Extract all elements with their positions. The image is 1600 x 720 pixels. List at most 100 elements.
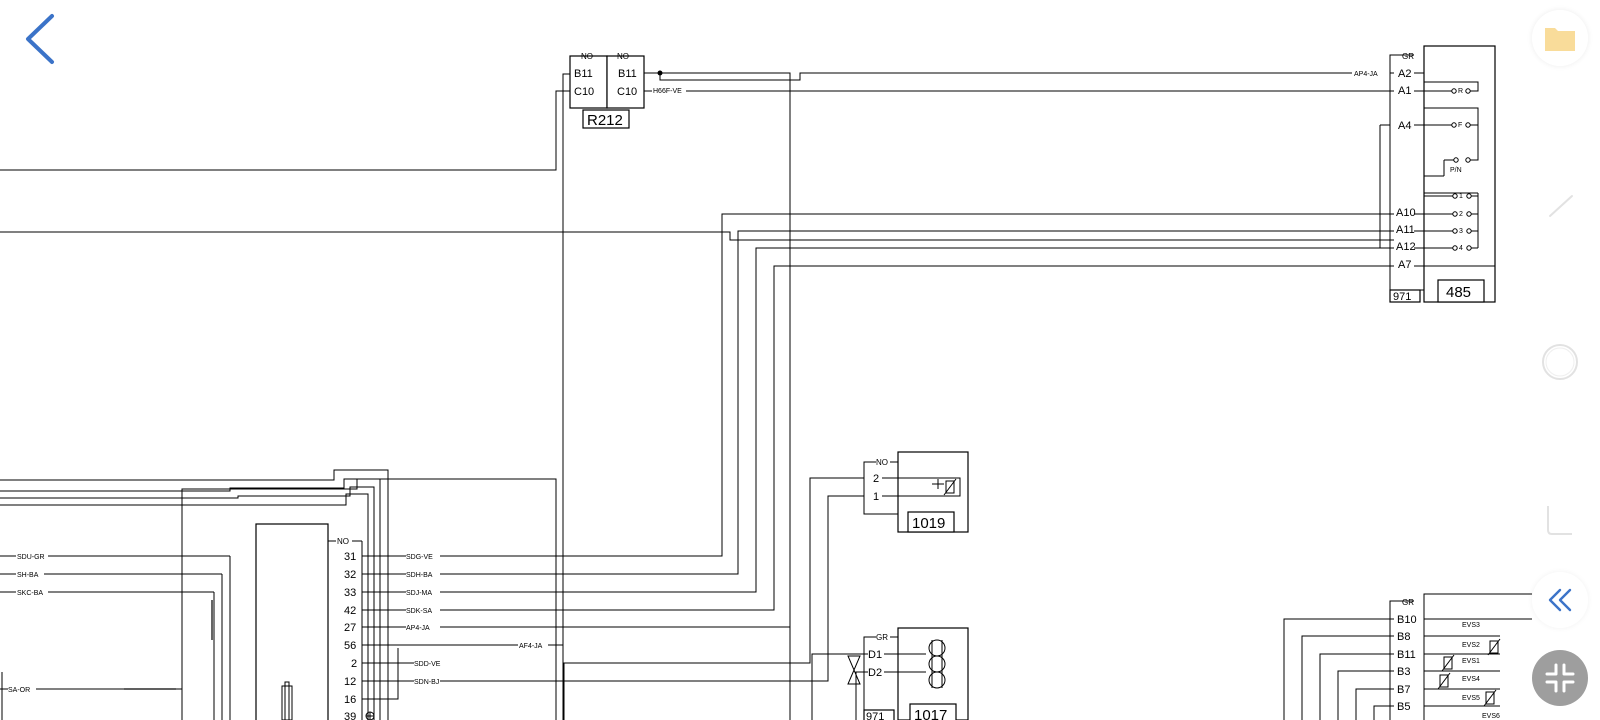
rectangle-icon [1547, 506, 1572, 535]
c1017-header: GR [876, 633, 888, 642]
valve-label-evs6: EVS6 [1482, 713, 1500, 720]
pen-icon [1549, 195, 1573, 217]
c485-switch-label-f: F [1458, 122, 1462, 129]
connector-ecu[interactable]: NO 31 32 33 42 27 56 2 12 16 39 S [255, 523, 563, 720]
c1019-pin-1: 1 [873, 491, 879, 503]
circle-button[interactable] [1532, 334, 1588, 390]
valves-pin-b10: B10 [1397, 614, 1417, 626]
wires-1017 [811, 653, 868, 720]
r212-right-header: NO [617, 52, 629, 61]
c485-pin-a1: A1 [1398, 85, 1411, 97]
ecu-pin-16: 16 [344, 694, 356, 706]
wires-r212 [0, 70, 1394, 720]
valve-label-evs4: EVS4 [1462, 676, 1480, 683]
valves-pin-b3: B3 [1397, 666, 1410, 678]
ecu-pin-39: 39 [344, 711, 356, 720]
ecu-pin-2: 2 [351, 658, 357, 670]
valve-label-evs3: EVS3 [1462, 622, 1480, 629]
rectangle-button[interactable] [1532, 492, 1588, 548]
wires-485-bundle [0, 125, 1394, 628]
back-button[interactable] [14, 10, 66, 68]
exit-fullscreen-button[interactable] [1532, 650, 1588, 706]
valves-pin-b7: B7 [1397, 684, 1410, 696]
ecu-pin-32: 32 [344, 569, 356, 581]
ecu-wire-sdk-sa: SDK-SA [406, 608, 432, 615]
r212-left-header: NO [581, 52, 593, 61]
circle-icon [1542, 344, 1578, 380]
valve-label-evs1: EVS1 [1462, 658, 1480, 665]
ecu-wire-sdj-ma: SDJ-MA [406, 590, 432, 597]
ecu-wire-sdh-ba: SDH-BA [406, 572, 433, 579]
c485-switch-label-r: R [1458, 88, 1463, 95]
valves-header: GR [1402, 598, 1414, 607]
connector-1019[interactable]: NO 2 1 1019 [863, 451, 969, 533]
c485-switch-label-pn: P/N [1450, 167, 1462, 174]
ecu-pin-12: 12 [344, 676, 356, 688]
c485-switch-label-2: 2 [1459, 211, 1463, 218]
left-wire-sdu-gr: SDU-GR [17, 554, 45, 561]
collapse-panel-button[interactable] [1532, 572, 1588, 628]
ecu-pin-leads [362, 555, 563, 720]
c1017-pin-d1: D1 [868, 649, 882, 661]
c1017-sub-label: 971 [866, 711, 884, 720]
folder-icon [1545, 28, 1575, 51]
connector-r212[interactable]: NO NO B11 C10 B11 C10 R212 [569, 52, 645, 129]
c485-header: GR [1402, 52, 1414, 61]
c1017-pin-d2: D2 [868, 667, 882, 679]
ecu-wire-sdd-ve: SDD-VE [414, 661, 441, 668]
c1017-label: 1017 [914, 707, 947, 720]
left-wire-skc-ba: SKC-BA [17, 590, 43, 597]
c485-pin-a10: A10 [1396, 207, 1416, 219]
c485-switch-label-4: 4 [1459, 245, 1463, 252]
valves-pin-b11: B11 [1397, 649, 1416, 661]
connector-1017[interactable]: GR D1 D2 971 1017 [863, 627, 969, 720]
ecu-wire-ap4-ja: AP4-JA [406, 625, 430, 632]
valve-label-evs2: EVS2 [1462, 642, 1480, 649]
c1019-pin-2: 2 [873, 473, 879, 485]
c1019-label: 1019 [912, 515, 945, 532]
c485-pin-a7: A7 [1398, 259, 1411, 271]
valves-pin-b5: B5 [1397, 701, 1410, 713]
c485-sub-label: 971 [1393, 291, 1411, 303]
ecu-pin-33: 33 [344, 587, 356, 599]
tool-rail [1518, 0, 1600, 720]
connector-485[interactable]: GR 971 485 A2 A1 A4 A10 A11 A12 A7 [1380, 45, 1496, 303]
c485-pin-a4: A4 [1398, 120, 1411, 132]
ecu-wire-sdn-bj: SDN-BJ [414, 679, 439, 686]
valve-label-evs5: EVS5 [1462, 695, 1480, 702]
r212-right-pin-c10: C10 [617, 86, 637, 98]
ecu-pin-42: 42 [344, 605, 356, 617]
left-wire-sh-ba: SH-BA [17, 572, 39, 579]
left-wire-sa-or: SA-OR [8, 687, 30, 694]
connector-valves[interactable]: GR B10 B8 B11 B3 B7 B5 [1389, 593, 1532, 720]
ecu-wire-af4-ja: AF4-JA [519, 643, 543, 650]
wires-1019 [440, 477, 864, 720]
exit-fullscreen-icon [1545, 663, 1575, 693]
c485-pin-a11: A11 [1396, 224, 1415, 236]
folder-button[interactable] [1532, 10, 1588, 66]
c485-pin-a12: A12 [1396, 241, 1416, 253]
c485-pin-a2: A2 [1398, 68, 1411, 80]
c485-label: 485 [1446, 284, 1471, 301]
valves-pin-b8: B8 [1397, 631, 1410, 643]
wire-label-h66f-ve: H66F-VE [653, 88, 682, 95]
ecu-pin-56: 56 [344, 640, 356, 652]
ecu-pin-27: 27 [344, 622, 356, 634]
ecu-header: NO [337, 537, 349, 546]
double-chevron-left-icon [1548, 588, 1572, 612]
r212-right-pin-b11: B11 [618, 68, 637, 80]
c485-switches [1423, 73, 1495, 267]
r212-label: R212 [587, 112, 623, 129]
ecu-wire-sdg-ve: SDG-VE [406, 554, 433, 561]
c485-switch-label-3: 3 [1459, 228, 1463, 235]
wire-label-ap4-ja-top: AP4-JA [1354, 71, 1378, 78]
r212-left-pin-b11: B11 [574, 68, 593, 80]
wires-ecu-nest [0, 469, 557, 720]
r212-left-pin-c10: C10 [574, 86, 594, 98]
c485-switch-label-1: 1 [1459, 193, 1463, 200]
c1019-header: NO [876, 458, 888, 467]
chevron-left-icon [26, 14, 54, 64]
pen-button[interactable] [1532, 176, 1588, 232]
